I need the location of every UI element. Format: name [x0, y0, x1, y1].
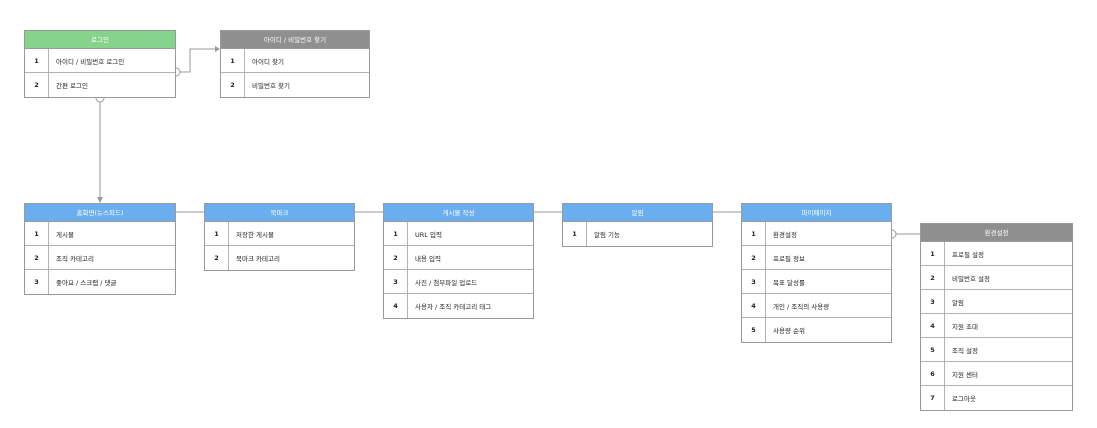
row-label: 목표 달성률 [773, 278, 805, 287]
table-row[interactable]: 4 사용자 / 조직 카테고리 태그 [384, 294, 533, 318]
table-row[interactable]: 3 사진 / 첨부파일 업로드 [384, 270, 533, 294]
table-row[interactable]: 2 간편 로그인 [25, 73, 175, 97]
table-row[interactable]: 1 URL 입력 [384, 222, 533, 246]
row-number: 4 [742, 294, 766, 317]
table-row[interactable]: 1 저장한 게시물 [205, 222, 354, 246]
row-label: 비밀번호 설정 [952, 274, 990, 283]
row-label: 아이디 찾기 [252, 57, 284, 66]
row-number: 6 [921, 362, 945, 385]
home-feed-table: 홈화면(뉴스피드) 1 게시물 2 조직 카테고리 3 좋아요 / 스크랩 / 댓글 [24, 203, 176, 295]
row-label: 프로필 정보 [773, 254, 805, 263]
table-row[interactable]: 2 프로필 정보 [742, 246, 891, 270]
row-number: 1 [25, 222, 49, 245]
row-number: 2 [205, 246, 229, 270]
row-label: 환경설정 [773, 230, 797, 239]
row-label: 조직 카테고리 [56, 254, 94, 263]
table-row[interactable]: 3 알림 [921, 290, 1072, 314]
find-account-table: 아이디 / 비밀번호 찾기 1 아이디 찾기 2 비밀번호 찾기 [220, 30, 370, 98]
table-row[interactable]: 2 비밀번호 설정 [921, 266, 1072, 290]
table-row[interactable]: 1 알림 기능 [563, 222, 712, 246]
table-row[interactable]: 3 좋아요 / 스크랩 / 댓글 [25, 270, 175, 294]
alarm-table: 알림 1 알림 기능 [562, 203, 713, 247]
table-row[interactable]: 2 비밀번호 찾기 [221, 73, 369, 97]
mypage-header: 마이페이지 [742, 204, 891, 222]
row-number: 4 [921, 314, 945, 337]
row-number: 1 [742, 222, 766, 245]
home-feed-header: 홈화면(뉴스피드) [25, 204, 175, 222]
row-number: 2 [742, 246, 766, 269]
find-account-header: 아이디 / 비밀번호 찾기 [221, 31, 369, 49]
row-label: 프로필 설정 [952, 250, 984, 259]
row-label: 아이디 / 비밀번호 로그인 [56, 57, 125, 66]
row-number: 2 [921, 266, 945, 289]
mypage-table: 마이페이지 1 환경설정 2 프로필 정보 3 목표 달성률 4 개인 / 조직의 사용… [741, 203, 892, 343]
table-row[interactable]: 4 개인 / 조직의 사용량 [742, 294, 891, 318]
row-label: 사진 / 첨부파일 업로드 [415, 278, 478, 287]
row-label: 좋아요 / 스크랩 / 댓글 [56, 279, 117, 287]
row-label: 사용자 / 조직 카테고리 태그 [415, 303, 492, 311]
row-number: 2 [25, 73, 49, 97]
table-row[interactable]: 1 게시물 [25, 222, 175, 246]
row-number: 4 [384, 294, 408, 318]
settings-header: 환경설정 [921, 224, 1072, 242]
login-header: 로그인 [25, 31, 175, 49]
row-number: 5 [921, 338, 945, 361]
table-row[interactable]: 5 사용량 순위 [742, 318, 891, 342]
table-row[interactable]: 1 환경설정 [742, 222, 891, 246]
row-label: 지원 센터 [952, 370, 978, 379]
row-number: 1 [25, 49, 49, 72]
row-number: 1 [921, 242, 945, 265]
write-post-header: 게시물 작성 [384, 204, 533, 222]
row-label: 지원 초대 [952, 322, 978, 331]
row-label: 로그아웃 [952, 395, 976, 403]
row-number: 3 [384, 270, 408, 293]
table-row[interactable]: 1 프로필 설정 [921, 242, 1072, 266]
table-row[interactable]: 2 북마크 카테고리 [205, 246, 354, 270]
row-number: 1 [563, 222, 587, 246]
row-label: 저장한 게시물 [236, 230, 274, 239]
row-label: 알림 [952, 298, 964, 307]
row-number: 3 [742, 270, 766, 293]
bookmark-header: 북마크 [205, 204, 354, 222]
login-table: 로그인 1 아이디 / 비밀번호 로그인 2 간편 로그인 [24, 30, 176, 98]
row-number: 3 [921, 290, 945, 313]
write-post-table: 게시물 작성 1 URL 입력 2 내용 입력 3 사진 / 첨부파일 업로드 4 사용… [383, 203, 534, 319]
row-number: 5 [742, 318, 766, 342]
row-number: 1 [384, 222, 408, 245]
alarm-header: 알림 [563, 204, 712, 222]
table-row[interactable]: 7 로그아웃 [921, 386, 1072, 410]
row-label: 내용 입력 [415, 254, 441, 263]
row-label: 비밀번호 찾기 [252, 82, 290, 90]
row-number: 2 [221, 73, 245, 97]
table-row[interactable]: 4 지원 초대 [921, 314, 1072, 338]
bookmark-table: 북마크 1 저장한 게시물 2 북마크 카테고리 [204, 203, 355, 271]
row-label: 사용량 순위 [773, 327, 805, 335]
table-row[interactable]: 2 내용 입력 [384, 246, 533, 270]
row-label: 알림 기능 [594, 231, 620, 239]
row-number: 2 [25, 246, 49, 269]
table-row[interactable]: 2 조직 카테고리 [25, 246, 175, 270]
table-row[interactable]: 5 조직 설정 [921, 338, 1072, 362]
row-number: 1 [221, 49, 245, 72]
table-row[interactable]: 1 아이디 / 비밀번호 로그인 [25, 49, 175, 73]
table-row[interactable]: 3 목표 달성률 [742, 270, 891, 294]
row-label: 게시물 [56, 230, 74, 239]
row-label: 북마크 카테고리 [236, 255, 280, 263]
table-row[interactable]: 6 지원 센터 [921, 362, 1072, 386]
row-number: 3 [25, 270, 49, 294]
row-label: 조직 설정 [952, 346, 978, 355]
row-label: 개인 / 조직의 사용량 [773, 302, 830, 311]
row-number: 2 [384, 246, 408, 269]
row-label: URL 입력 [415, 230, 442, 239]
row-label: 간편 로그인 [56, 82, 88, 90]
table-row[interactable]: 1 아이디 찾기 [221, 49, 369, 73]
row-number: 1 [205, 222, 229, 245]
row-number: 7 [921, 386, 945, 410]
